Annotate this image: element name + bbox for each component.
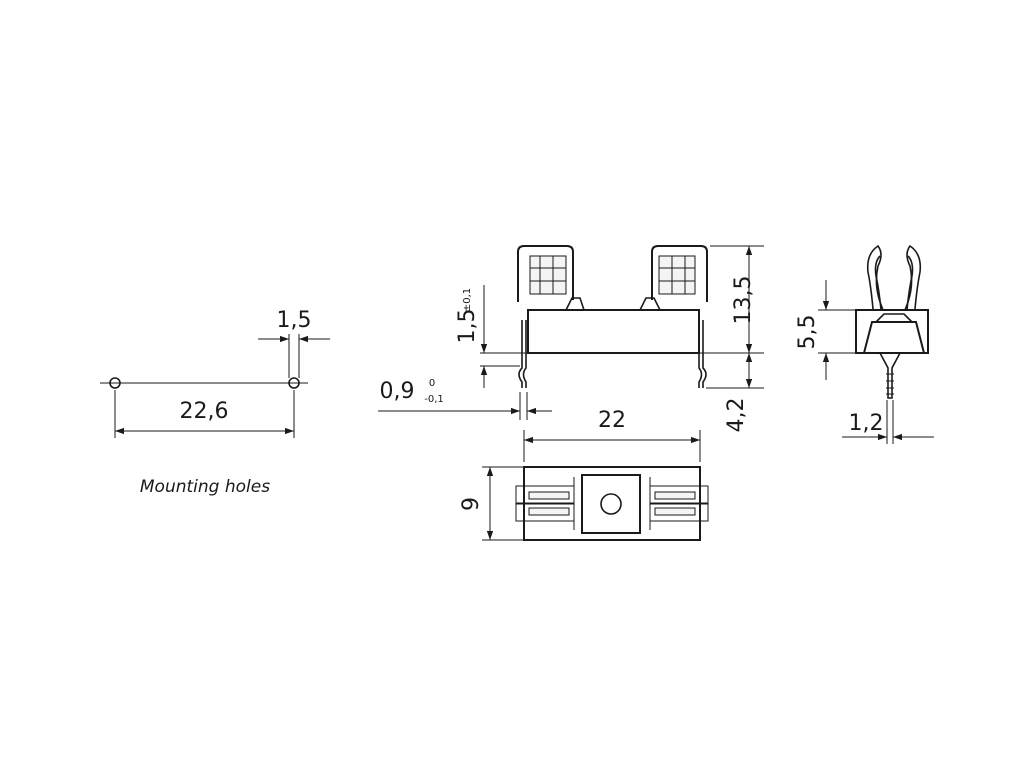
front-view: 13,5 4,2 1,5 ±0,1 0,9 0 -0,1 bbox=[378, 245, 764, 433]
center-mount-block bbox=[581, 474, 641, 534]
clip-height-label: 1,5 bbox=[455, 309, 480, 344]
pin-thickness-tol-upper: 0 bbox=[429, 378, 435, 389]
side-view: 5,5 1,2 bbox=[795, 244, 934, 444]
side-height-label: 5,5 bbox=[795, 315, 820, 350]
pin-thickness-tol-lower: -0,1 bbox=[424, 394, 444, 405]
body-width-label: 9 bbox=[459, 497, 484, 511]
pin-length-label: 4,2 bbox=[724, 398, 749, 433]
pin-thickness-label: 0,9 bbox=[380, 379, 415, 404]
center-mount-hole bbox=[600, 493, 622, 515]
hole-diameter-label: 1,5 bbox=[277, 308, 312, 333]
hole-spacing-label: 22,6 bbox=[180, 399, 229, 424]
mounting-holes-caption: Mounting holes bbox=[140, 477, 270, 497]
body-length-label: 22 bbox=[598, 408, 626, 433]
total-height-label: 13,5 bbox=[731, 276, 756, 325]
side-pin-width-label: 1,2 bbox=[849, 411, 884, 436]
mounting-holes-view: 22,6 1,5 Mounting holes bbox=[100, 308, 330, 497]
clip-height-tolerance: ±0,1 bbox=[462, 288, 473, 312]
top-view: 22 9 bbox=[459, 408, 709, 541]
front-base-body bbox=[527, 309, 700, 354]
